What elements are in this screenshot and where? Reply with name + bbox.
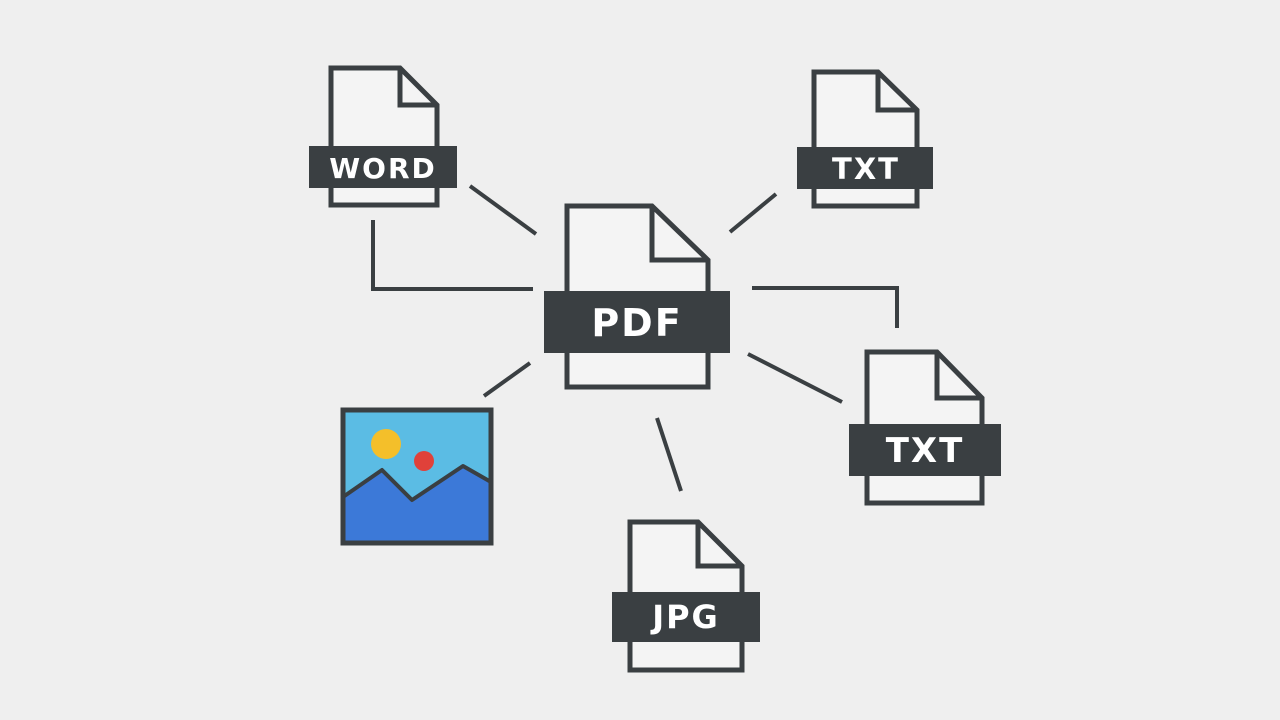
- connector-word-diagonal: [468, 184, 538, 236]
- red-dot-icon: [414, 451, 434, 471]
- sun-icon: [371, 429, 401, 459]
- word-file-icon: WORD: [309, 65, 457, 208]
- jpg-file-icon: JPG: [612, 519, 760, 673]
- jpg-label: JPG: [650, 598, 720, 636]
- connector-image: [482, 361, 532, 398]
- txt-right-file-icon: TXT: [849, 349, 1001, 506]
- txt-top-file-icon: TXT: [797, 69, 933, 209]
- pdf-file-icon: PDF: [544, 203, 730, 390]
- connector-txt-right-elbow: [752, 286, 899, 328]
- txt-top-label: TXT: [832, 152, 900, 186]
- word-label: WORD: [329, 152, 437, 185]
- mountains-icon: [343, 466, 491, 543]
- pdf-label: PDF: [591, 301, 682, 345]
- connector-word-elbow: [371, 220, 533, 291]
- image-icon: [340, 407, 494, 546]
- connector-txt-right-diagonal: [747, 352, 843, 404]
- connectors: [371, 184, 899, 492]
- txt-right-label: TXT: [886, 431, 965, 471]
- connector-jpg: [655, 417, 683, 492]
- connector-txt-top: [728, 192, 778, 234]
